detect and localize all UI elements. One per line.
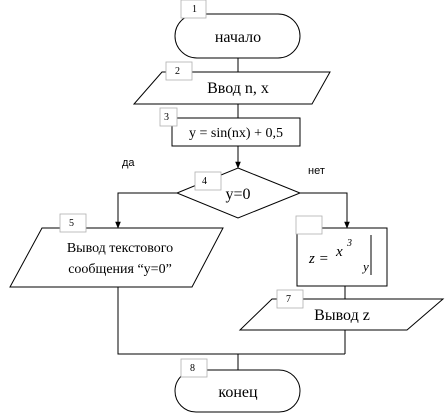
- connectors: [115, 58, 350, 370]
- output-message-number-box: [59, 213, 87, 233]
- compute-label: y = sin(nx) + 0,5: [189, 126, 283, 141]
- decision-number-box: [194, 171, 222, 191]
- output-z-number: 7: [286, 294, 291, 305]
- start-number: 1: [192, 4, 197, 15]
- node-output-z: Вывод z 7: [238, 289, 445, 331]
- decision-label: y=0: [225, 186, 250, 203]
- end-terminator: [174, 369, 301, 413]
- node-formula: z = x 3 y 6: [295, 215, 388, 287]
- formula-process: [296, 227, 388, 287]
- end-label: конец: [218, 384, 258, 401]
- formula-number: 6: [305, 220, 310, 231]
- formula-base: x: [335, 244, 343, 260]
- compute-process: [171, 117, 301, 147]
- connector-no-branch: [300, 192, 350, 229]
- connector-yes-branch: [115, 192, 177, 229]
- output-message-number: 5: [69, 218, 74, 229]
- output-message-parallelogram: [9, 227, 224, 288]
- formula-denominator: y: [361, 259, 369, 274]
- output-z-number-box: [276, 289, 304, 309]
- output-message-line1: Вывод текстового: [67, 241, 173, 256]
- node-start: начало 1: [174, 0, 301, 59]
- formula-lhs: z =: [308, 251, 329, 267]
- end-number: 8: [190, 363, 195, 374]
- formula-exponent: 3: [346, 238, 352, 249]
- decision-number: 4: [202, 176, 207, 187]
- node-output-message: Вывод текстового сообщения “y=0” 5: [9, 213, 224, 288]
- decision-yes-label: да: [122, 157, 135, 169]
- formula-number-box: [295, 215, 323, 235]
- decision-no-label: нет: [308, 165, 325, 177]
- start-label: начало: [215, 29, 261, 46]
- node-decision: y=0 4 да нет: [122, 157, 325, 219]
- output-z-label: Вывод z: [314, 307, 370, 324]
- start-terminator: [174, 13, 301, 59]
- connector-message-merge: [117, 287, 345, 355]
- node-end: конец 8: [174, 358, 301, 413]
- compute-number: 3: [164, 112, 169, 123]
- input-number-box: [165, 61, 193, 81]
- node-compute: y = sin(nx) + 0,5 3: [159, 107, 301, 147]
- end-number-box: [180, 358, 208, 378]
- input-label: Ввод n, x: [207, 80, 269, 97]
- node-input: Ввод n, x 2: [132, 61, 331, 105]
- output-message-line2: сообщения “y=0”: [68, 262, 172, 277]
- start-number-box: [180, 0, 207, 19]
- compute-number-box: [159, 107, 178, 127]
- input-number: 2: [175, 66, 180, 77]
